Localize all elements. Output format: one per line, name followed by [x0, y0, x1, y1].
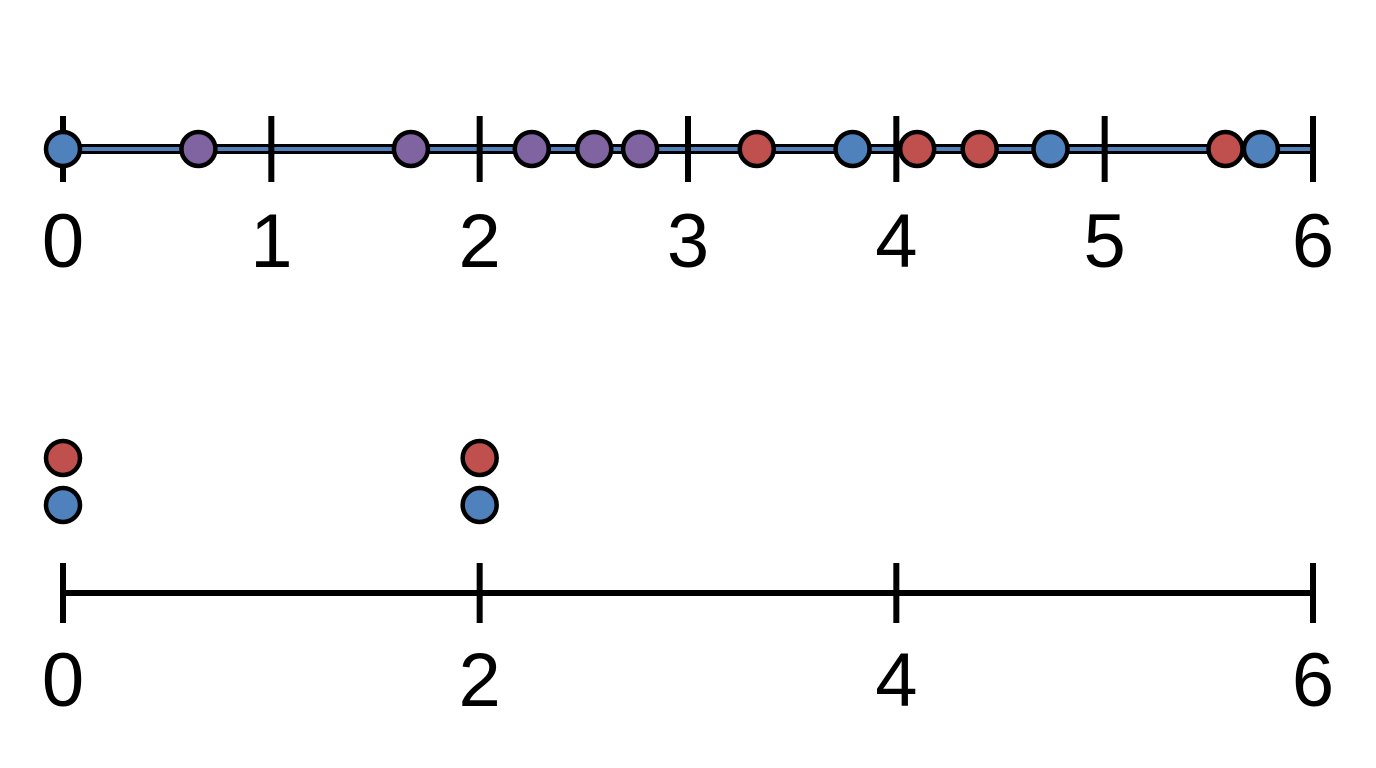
- tick-label: 2: [459, 199, 501, 284]
- tick-label: 1: [250, 199, 292, 284]
- stacked-dot-red: [460, 438, 499, 478]
- data-point-red: [1206, 129, 1245, 169]
- stacked-dot-blue: [460, 485, 499, 525]
- data-point-purple: [620, 129, 660, 169]
- data-point-blue: [833, 129, 872, 169]
- tick-label: 3: [667, 199, 709, 284]
- tick-label: 6: [1292, 638, 1334, 723]
- data-point-red: [897, 129, 937, 169]
- data-point-purple: [575, 129, 614, 169]
- data-point-blue: [43, 129, 83, 169]
- tick-label: 2: [459, 638, 501, 723]
- bottom-number-line: 0 2 4 6: [42, 438, 1334, 723]
- tick-label: 0: [42, 638, 84, 723]
- stacked-dot-red: [43, 438, 83, 478]
- tick-label: 6: [1292, 199, 1334, 284]
- data-point-blue: [1241, 129, 1281, 169]
- tick-label: 5: [1084, 199, 1126, 284]
- top-number-line: 0 1 2 3 4 5 6: [42, 116, 1334, 284]
- data-point-purple: [179, 129, 218, 169]
- tick-label: 0: [42, 199, 84, 284]
- data-point-red: [737, 129, 776, 169]
- data-point-purple: [391, 129, 431, 169]
- tick-label: 4: [875, 199, 917, 284]
- data-point-blue: [1031, 129, 1070, 169]
- tick-label: 4: [875, 638, 917, 723]
- stacked-dot-blue: [43, 485, 83, 525]
- data-point-purple: [512, 129, 551, 169]
- data-point-red: [960, 129, 999, 169]
